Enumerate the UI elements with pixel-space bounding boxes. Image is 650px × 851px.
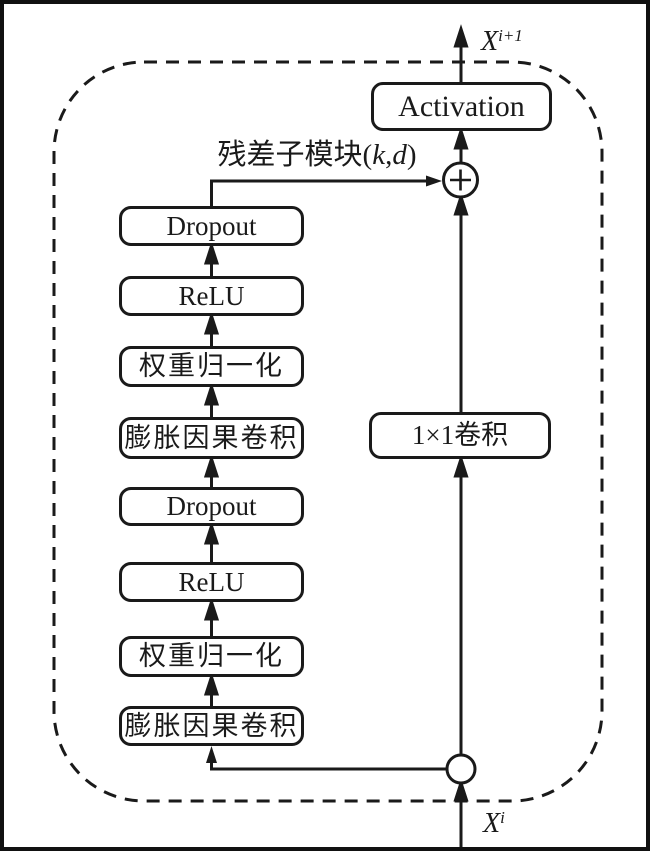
residual-label-k: k <box>372 139 386 171</box>
output-label-sup: i+1 <box>498 26 523 45</box>
residual-block-dashed-boundary <box>52 60 604 803</box>
output-label: Xi+1 <box>481 26 523 57</box>
input-label: Xi <box>483 808 505 839</box>
dropout-box-2: Dropout <box>119 487 304 526</box>
relu-box-2: ReLU <box>119 562 304 602</box>
dilated-causal-conv-box-1-label: 膨胀因果卷积 <box>124 422 299 453</box>
input-branch-line <box>210 761 447 771</box>
diagram-wires <box>52 24 604 847</box>
weight-norm-box-2-label: 权重归一化 <box>139 641 284 671</box>
dilated-causal-conv-box-2-label: 膨胀因果卷积 <box>124 710 299 741</box>
weight-norm-box-2: 权重归一化 <box>119 636 304 677</box>
relu-box-1: ReLU <box>119 276 304 316</box>
input-branch-head <box>206 746 217 763</box>
relu-box-2-label: ReLU <box>178 566 245 597</box>
input-label-sup: i <box>500 808 505 827</box>
dropout-box-2-label: Dropout <box>166 491 257 521</box>
residual-branch-arrow <box>210 175 442 206</box>
arrow-sum-to-activation-head <box>453 126 469 150</box>
activation-box-label: Activation <box>398 89 525 123</box>
conv1x1-box-label: 1×1卷积 <box>411 420 509 450</box>
main-path-arrows <box>453 24 469 847</box>
dilated-causal-conv-box-2: 膨胀因果卷积 <box>119 706 304 746</box>
conv1x1-box: 1×1卷积 <box>369 412 551 459</box>
dropout-box-1: Dropout <box>119 206 304 246</box>
residual-label-prefix: 残差子模块( <box>217 139 373 171</box>
output-label-base: X <box>481 26 499 57</box>
arrow-conv1x1-to-sum-head <box>453 192 469 216</box>
weight-norm-box-1-label: 权重归一化 <box>139 351 284 381</box>
sum-node-plus-icon <box>442 161 479 199</box>
stack-arrows <box>203 241 220 706</box>
residual-branch-line <box>210 179 427 206</box>
activation-box: Activation <box>371 82 552 131</box>
dilated-causal-conv-box-1: 膨胀因果卷积 <box>119 417 304 459</box>
dropout-box-1-label: Dropout <box>166 210 257 241</box>
relu-box-1-label: ReLU <box>178 280 245 311</box>
arrow-input-head <box>453 778 469 802</box>
residual-module-label: 残差子模块(k,d) <box>202 138 432 173</box>
weight-norm-box-1: 权重归一化 <box>119 346 304 387</box>
input-label-base: X <box>483 808 501 839</box>
residual-label-close: ) <box>406 139 417 171</box>
arrow-activation-to-output-head <box>453 24 469 48</box>
residual-label-comma: , <box>385 139 393 171</box>
residual-label-d: d <box>392 139 407 171</box>
input-branch-arrow <box>206 746 447 771</box>
split-node-circle-icon <box>445 753 477 785</box>
arrow-split-to-conv1x1-head <box>453 454 469 478</box>
residual-branch-head <box>426 175 442 187</box>
